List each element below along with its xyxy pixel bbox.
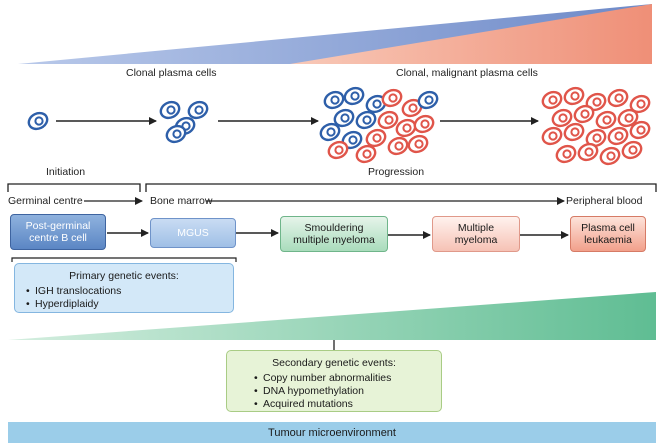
cell-nucleus <box>570 91 580 101</box>
cell-nucleus <box>372 99 382 109</box>
cell-nucleus <box>194 105 204 115</box>
cell-nucleus <box>340 113 350 123</box>
clonal-plasma-cells-label: Clonal plasma cells <box>126 67 217 79</box>
cell-nucleus <box>570 127 580 137</box>
cell-nucleus <box>394 141 404 151</box>
cell-nucleus <box>614 131 624 141</box>
cell-nucleus <box>584 147 594 157</box>
primary-genetic-events-box: Primary genetic events: IGH translocatio… <box>14 263 234 313</box>
secondary-genetic-events-title: Secondary genetic events: <box>272 357 396 369</box>
cell-nucleus <box>628 145 638 155</box>
cell-nucleus <box>420 119 430 129</box>
secondary-events-wedge <box>8 292 656 340</box>
cell-nucleus <box>614 93 624 103</box>
cell-nucleus <box>636 99 646 109</box>
primary-genetic-events-list: IGH translocations Hyperdiplaidy <box>23 285 225 311</box>
stage-post-germinal-centre-b-cell: Post-germinal centre B cell <box>10 214 106 250</box>
cell-nucleus <box>166 105 176 115</box>
secondary-genetic-events-list: Copy number abnormalities DNA hypomethyl… <box>235 372 433 412</box>
cell-nucleus <box>414 139 424 149</box>
cell-nucleus <box>606 151 616 161</box>
stage-smouldering-multiple-myeloma: Smouldering multiple myeloma <box>280 216 388 252</box>
cell-nucleus <box>172 129 182 139</box>
secondary-event-item: Copy number abnormalities <box>254 372 433 385</box>
cell-nucleus <box>362 115 372 125</box>
initiation-label: Initiation <box>46 166 86 178</box>
malignant-cell-wedge <box>290 4 652 64</box>
cell-nucleus <box>558 113 568 123</box>
cell-nucleus <box>548 95 558 105</box>
cell-nucleus <box>602 115 612 125</box>
progression-label: Progression <box>368 166 425 178</box>
cell-nucleus <box>624 113 634 123</box>
germinal-centre-label: Germinal centre <box>8 195 83 207</box>
secondary-event-item: Acquired mutations <box>254 398 433 411</box>
stage-plasma-cell-leukaemia: Plasma cell leukaemia <box>570 216 646 252</box>
cell-clusters <box>27 86 651 166</box>
cell-nucleus <box>34 116 44 126</box>
primary-genetic-events-title: Primary genetic events: <box>69 270 179 282</box>
progression-bracket <box>145 183 657 192</box>
cell-nucleus <box>384 115 394 125</box>
cell-nucleus <box>592 97 602 107</box>
tumour-microenvironment-bar: Tumour microenvironment <box>8 422 656 443</box>
cell-nucleus <box>636 125 646 135</box>
cell-nucleus <box>326 127 336 137</box>
peripheral-blood-label: Peripheral blood <box>566 195 643 207</box>
primary-events-bracket <box>11 257 237 262</box>
stage-multiple-myeloma: Multiple myeloma <box>432 216 520 252</box>
cell-nucleus <box>408 103 418 113</box>
clonal-malignant-plasma-cells-label: Clonal, malignant plasma cells <box>396 67 538 79</box>
primary-event-item: Hyperdiplaidy <box>26 298 225 311</box>
cell-nucleus <box>402 123 412 133</box>
cell-nucleus <box>562 149 572 159</box>
secondary-genetic-events-box: Secondary genetic events: Copy number ab… <box>226 350 442 412</box>
bone-marrow-label: Bone marrow <box>150 195 213 207</box>
cell-nucleus <box>348 135 358 145</box>
cell-nucleus <box>424 95 434 105</box>
cell-nucleus <box>388 93 398 103</box>
cell-nucleus <box>350 91 360 101</box>
primary-event-item: IGH translocations <box>26 285 225 298</box>
cell-nucleus <box>592 133 602 143</box>
secondary-event-item: DNA hypomethylation <box>254 385 433 398</box>
cell-nucleus <box>580 109 590 119</box>
cell-nucleus <box>548 131 558 141</box>
stage-mgus: MGUS <box>150 218 236 248</box>
cell-nucleus <box>372 133 382 143</box>
initiation-bracket <box>7 183 141 192</box>
cell-nucleus <box>334 145 344 155</box>
cell-nucleus <box>362 149 372 159</box>
cell-nucleus <box>330 95 340 105</box>
